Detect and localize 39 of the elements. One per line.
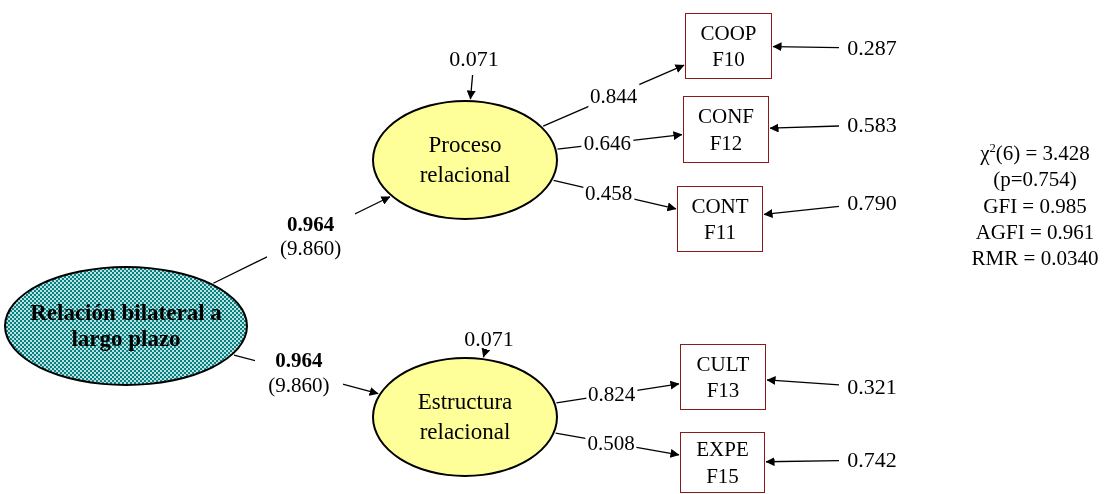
indicator-code: F12 <box>709 129 743 156</box>
fit-statistic: (p=0.754) <box>993 166 1077 193</box>
indicator-code: F13 <box>706 377 740 404</box>
error-value: 0.790 <box>840 188 904 218</box>
indicator-name: CONT <box>691 192 749 219</box>
edge-label: 0.964 (9.860) <box>266 211 355 260</box>
indicator-box <box>680 344 766 410</box>
indicator-name: CONF <box>698 103 754 130</box>
edge-label: 0.844 <box>588 83 640 108</box>
indicator-name: COOP <box>700 19 757 46</box>
error-value: 0.287 <box>840 33 904 63</box>
indicator-code: F15 <box>706 462 739 489</box>
error-value: 0.583 <box>840 110 904 140</box>
arrow <box>481 347 491 358</box>
indicator-name: EXPE <box>696 436 749 463</box>
error-value: 0.321 <box>840 372 904 402</box>
construct-name: Estructura relacional <box>416 388 514 446</box>
indicator-code: F10 <box>712 46 745 73</box>
indicator-box <box>685 13 772 79</box>
error-value: 0.742 <box>840 445 904 475</box>
indicator-box <box>683 96 769 163</box>
indicator-code: F11 <box>704 219 736 246</box>
error-value: 0.071 <box>443 44 505 74</box>
arrow <box>763 205 840 218</box>
arrow <box>466 74 476 100</box>
indicator-box <box>677 186 763 252</box>
arrow <box>772 42 840 52</box>
construct-name: Relación bilateral a largo plazo <box>29 299 223 353</box>
arrow <box>766 376 840 386</box>
fit-statistic: χ$^{2}$(6) = 3.428 <box>980 140 1090 167</box>
fit-statistic: GFI = 0.985 <box>983 192 1087 219</box>
indicator-box <box>680 432 765 493</box>
error-value: 0.071 <box>458 324 520 354</box>
arrow <box>765 457 840 467</box>
fit-statistic: AGFI = 0.961 <box>975 218 1095 245</box>
arrow <box>769 123 840 133</box>
fit-statistic: RMR = 0.0340 <box>971 245 1099 272</box>
indicator-name: CULT <box>696 350 750 377</box>
construct-name: Proceso relacional <box>418 131 512 189</box>
